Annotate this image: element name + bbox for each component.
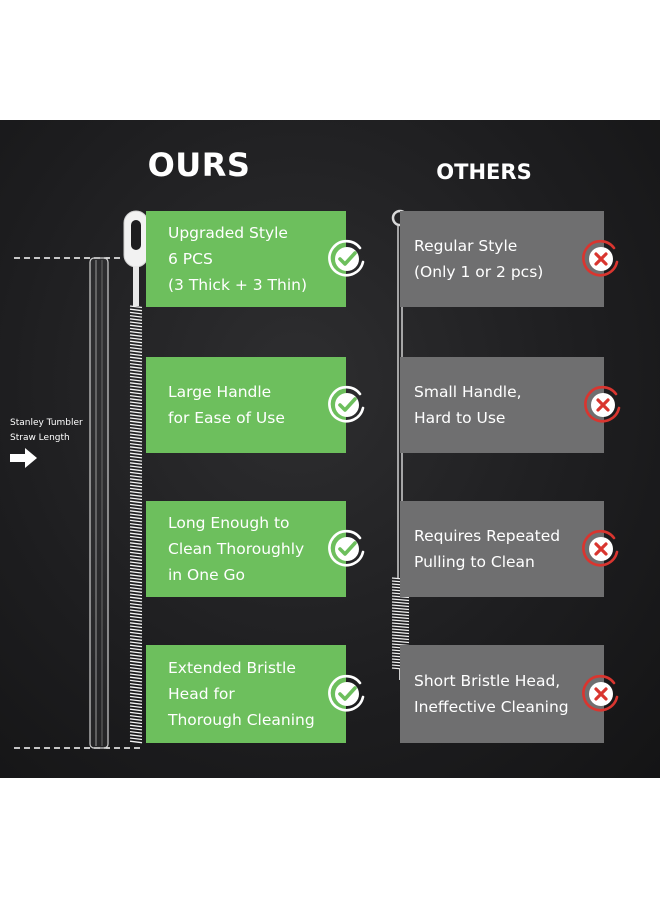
card-text-line: Upgraded Style <box>168 224 288 242</box>
others-heading: OTHERS <box>436 160 532 184</box>
cross-badge-icon <box>584 385 621 423</box>
others-card-length: Requires Repeated Pulling to Clean <box>400 501 604 597</box>
card-text-line: Head for <box>168 685 235 703</box>
others-card-style: Regular Style (Only 1 or 2 pcs) <box>400 211 604 307</box>
straw-length-label: Stanley Tumbler Straw Length <box>10 416 83 446</box>
ours-heading: OURS <box>147 146 251 184</box>
card-text-line: Clean Thoroughly <box>168 540 305 558</box>
card-text-line: (3 Thick + 3 Thin) <box>168 276 308 294</box>
check-badge-icon <box>328 674 365 712</box>
straw-label-line: Stanley Tumbler <box>10 418 83 428</box>
card-text-line: Thorough Cleaning <box>168 711 315 729</box>
card-text-line: Requires Repeated <box>414 527 561 545</box>
others-card-handle: Small Handle, Hard to Use <box>400 357 604 453</box>
card-text-line: Long Enough to <box>168 514 290 532</box>
card-text-line: (Only 1 or 2 pcs) <box>414 263 544 281</box>
ours-card-bristle: Extended Bristle Head for Thorough Clean… <box>146 645 346 743</box>
cross-badge-icon <box>582 529 619 567</box>
card-text-line: Large Handle <box>168 383 272 401</box>
check-badge-icon <box>328 239 365 277</box>
card-text-line: Pulling to Clean <box>414 553 535 571</box>
ours-card-style: Upgraded Style 6 PCS (3 Thick + 3 Thin) <box>146 211 346 307</box>
card-text-line: for Ease of Use <box>168 409 285 427</box>
straw-label-line: Straw Length <box>10 433 70 443</box>
glass-straw <box>89 257 109 749</box>
card-text-line: Short Bristle Head, <box>414 672 561 690</box>
card-text-line: Regular Style <box>414 237 518 255</box>
card-text-line: Extended Bristle <box>168 659 296 677</box>
check-badge-icon <box>328 529 365 567</box>
ours-card-length: Long Enough to Clean Thoroughly in One G… <box>146 501 346 597</box>
others-card-bristle: Short Bristle Head, Ineffective Cleaning <box>400 645 604 743</box>
comparison-panel: OURS OTHERS Upgraded Style 6 PCS (3 Thic… <box>0 120 660 778</box>
check-badge-icon <box>328 385 365 423</box>
cross-badge-icon <box>582 239 619 277</box>
card-text-line: Ineffective Cleaning <box>414 698 569 716</box>
arrow-right-icon <box>10 448 37 468</box>
card-text-line: Hard to Use <box>414 409 506 427</box>
card-text-line: in One Go <box>168 566 246 584</box>
ours-card-handle: Large Handle for Ease of Use <box>146 357 346 453</box>
cross-badge-icon <box>582 674 619 712</box>
card-text-line: 6 PCS <box>168 250 213 268</box>
ours-brush-bristles <box>129 305 143 744</box>
card-text-line: Small Handle, <box>414 383 522 401</box>
